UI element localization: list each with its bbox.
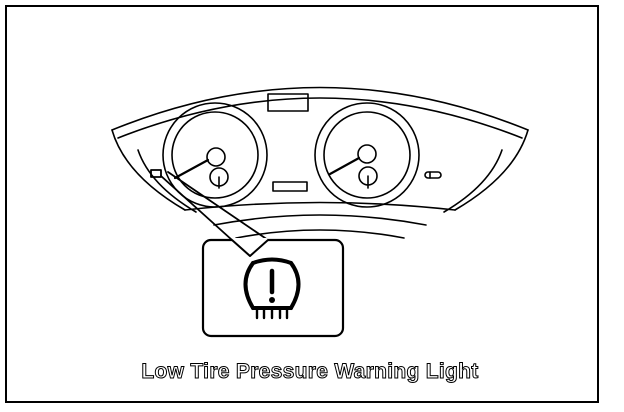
callout-leader-right: [167, 171, 269, 241]
speedometer-outer-ring: [314, 102, 420, 208]
dashboard-top-arc-inner: [117, 97, 523, 139]
tachometer-inner-ring: [171, 111, 259, 199]
center-bottom-display: [272, 181, 308, 192]
tachometer-needle: [173, 158, 210, 180]
shroud-left-edge: [111, 129, 186, 211]
callout-leader-left: [160, 175, 233, 241]
caption: Low Tire Pressure Warning Light: [141, 360, 479, 384]
speedometer-hub: [357, 144, 377, 164]
tachometer-hub: [206, 147, 226, 167]
tachometer-outer-ring: [162, 102, 268, 208]
tire-pressure-warning-icon: [243, 257, 301, 310]
speedometer-inner-ring: [323, 111, 411, 199]
speedometer-needle: [328, 156, 361, 176]
cluster-lower-arc: [213, 214, 427, 226]
right-indicator-lamp: [424, 171, 442, 179]
tire-pressure-indicator-lamp: [150, 169, 162, 178]
dashboard-top-arc: [111, 86, 529, 131]
center-top-display: [267, 93, 309, 112]
shroud-right-edge: [454, 129, 529, 211]
